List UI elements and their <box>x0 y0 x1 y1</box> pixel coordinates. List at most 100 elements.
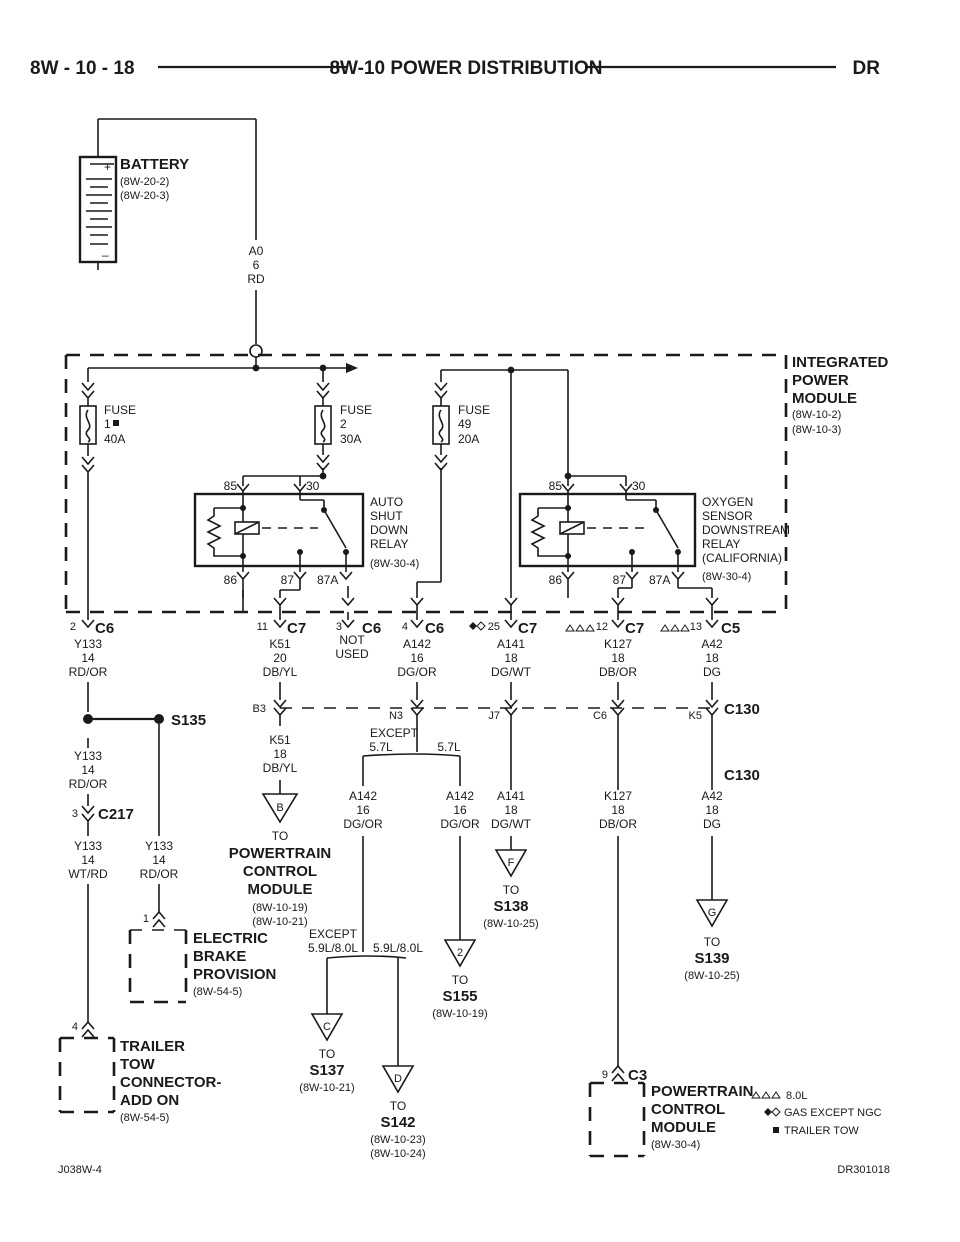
o2-switch-arm <box>655 509 679 549</box>
trailer-label-2: TOW <box>120 1056 156 1073</box>
s137-letter: C <box>323 1021 331 1033</box>
pcm-label-3: MODULE <box>651 1119 716 1136</box>
battery-ref-2: (8W-20-3) <box>120 190 169 202</box>
s155-label: S155 <box>442 988 477 1005</box>
asd-pin-85: 85 <box>224 479 238 493</box>
y133-trailer-color: WT/RD <box>68 867 108 881</box>
fuse-49-symbol <box>432 405 450 445</box>
fuse-2-symbol <box>314 405 332 445</box>
a141-lower-gauge: 18 <box>504 803 518 817</box>
fuse-49-label: FUSE <box>458 403 490 417</box>
c5-label: C5 <box>721 620 740 637</box>
k51-lower-circuit: K51 <box>269 733 291 747</box>
splice-s135-dot <box>154 714 164 724</box>
pcm-to: TO <box>272 829 288 843</box>
c130-label: C130 <box>724 701 760 718</box>
only-59-value: 5.9L/8.0L <box>373 941 423 955</box>
c7-pin-25: 25 <box>488 621 500 633</box>
k127-lower-color: DB/OR <box>599 817 637 831</box>
k51-color: DB/YL <box>263 665 298 679</box>
o2-pin-87a: 87A <box>649 573 670 587</box>
asd-label-2: SHUT <box>370 509 403 523</box>
o2-pin-30: 30 <box>632 479 646 493</box>
brake-ref: (8W-54-5) <box>193 986 242 998</box>
asd-label-1: AUTO <box>370 495 403 509</box>
ipm-ref-2: (8W-10-3) <box>792 424 841 436</box>
a142-gauge: 16 <box>410 651 424 665</box>
a141-to-s138: A141 18 DG/WT F TO S138 (8W-10-25) <box>483 789 538 930</box>
c130-pin-n3: N3 <box>389 710 403 722</box>
brake-pin: 1 <box>143 913 149 925</box>
a142-left-circuit: A142 <box>349 789 377 803</box>
asd-ref: (8W-30-4) <box>370 558 419 570</box>
fuse-1-rating: 40A <box>104 432 125 446</box>
fuse-1-label: FUSE <box>104 403 136 417</box>
a42-lower-color: DG <box>703 817 721 831</box>
y133-lower-color: RD/OR <box>69 777 108 791</box>
ipm-connectors: 2 C6 Y133 14 RD/OR 11 C7 K51 20 DB/YL 3 … <box>69 612 740 679</box>
auto-shut-down-relay: 85 30 AUTO SHUT DOWN RELAY (8W-30-4) <box>193 475 419 612</box>
o2-coil-resistor <box>530 508 568 557</box>
s155-triangle <box>443 939 477 968</box>
fuse-1: FUSE 1 40A <box>79 368 136 612</box>
a141-lower-color: DG/WT <box>491 817 532 831</box>
asd-coil-resistor <box>206 508 243 557</box>
electric-brake-provision: ELECTRIC BRAKE PROVISION (8W-54-5) <box>128 929 276 1004</box>
k127-color: DB/OR <box>599 665 637 679</box>
pcm-to-label-3: MODULE <box>248 881 313 898</box>
c6-label-b: C6 <box>362 620 381 637</box>
c217-pin: 3 <box>72 808 78 820</box>
fuse-1-symbol <box>79 405 97 445</box>
brake-label-3: PROVISION <box>193 966 276 983</box>
k127-lower-circuit: K127 <box>604 789 632 803</box>
a42-lower-circuit: A42 <box>701 789 723 803</box>
fuse-2-rating: 30A <box>340 432 361 446</box>
s142-triangle <box>381 1065 415 1094</box>
pcm-ref-letter: B <box>276 802 283 814</box>
c217-label: C217 <box>98 806 134 823</box>
a142-circuit: A142 <box>403 637 431 651</box>
trailer-ref: (8W-54-5) <box>120 1112 169 1124</box>
o2-label-5: (CALIFORNIA) <box>702 551 782 565</box>
a142-right-color: DG/OR <box>440 817 480 831</box>
battery-symbol <box>78 155 118 264</box>
fuse-1-number: 1 <box>104 417 111 431</box>
fuse-2-label: FUSE <box>340 403 372 417</box>
to-s137: C TO S137 (8W-10-21) <box>299 1013 355 1094</box>
page-title: 8W-10 POWER DISTRIBUTION <box>329 58 602 79</box>
to-s155: 2 TO S155 (8W-10-19) <box>432 939 488 1020</box>
oxygen-sensor-relay: 85 30 OXYGEN SENSOR DOWNSTREAM RELAY (CA… <box>504 370 790 612</box>
fuse-49-rating: 20A <box>458 432 479 446</box>
y133-lower-gauge: 14 <box>81 763 95 777</box>
trailer-tow-square-icon <box>113 420 119 426</box>
pcm-reference-triangle <box>261 793 299 824</box>
ipm-ref-1: (8W-10-2) <box>792 409 841 421</box>
asd-pin-86: 86 <box>224 573 238 587</box>
a42-circuit: A42 <box>701 637 723 651</box>
a0-color: RD <box>247 272 265 286</box>
8l-triangle-icon <box>565 624 575 632</box>
fuse-2: FUSE 2 30A <box>314 368 372 480</box>
c6-pin-4: 4 <box>402 621 408 633</box>
header: 8W - 10 - 18 8W-10 POWER DISTRIBUTION DR <box>30 58 880 79</box>
pcm-label-2: CONTROL <box>651 1101 725 1118</box>
fuse-2-number: 2 <box>340 417 347 431</box>
fuse-49: FUSE 49 20A <box>410 370 490 612</box>
c6-pin-3: 3 <box>336 621 342 633</box>
o2-relay-box <box>518 492 697 568</box>
battery-minus: – <box>102 248 109 262</box>
legend-diamond-icon <box>764 1108 772 1116</box>
o2-label-3: DOWNSTREAM <box>702 523 790 537</box>
a142-color: DG/OR <box>397 665 437 679</box>
trailer-label-1: TRAILER <box>120 1038 185 1055</box>
y133-trailer-gauge: 14 <box>81 853 95 867</box>
a141-color: DG/WT <box>491 665 532 679</box>
except-59-label: EXCEPT <box>309 927 358 941</box>
s142-ref-1: (8W-10-23) <box>370 1134 425 1146</box>
asd-relay-box <box>193 492 365 568</box>
a142-left-color: DG/OR <box>343 817 383 831</box>
c130-pin-j7: J7 <box>488 710 500 722</box>
a0-circuit: A0 <box>249 244 264 258</box>
o2-pin-85: 85 <box>549 479 563 493</box>
